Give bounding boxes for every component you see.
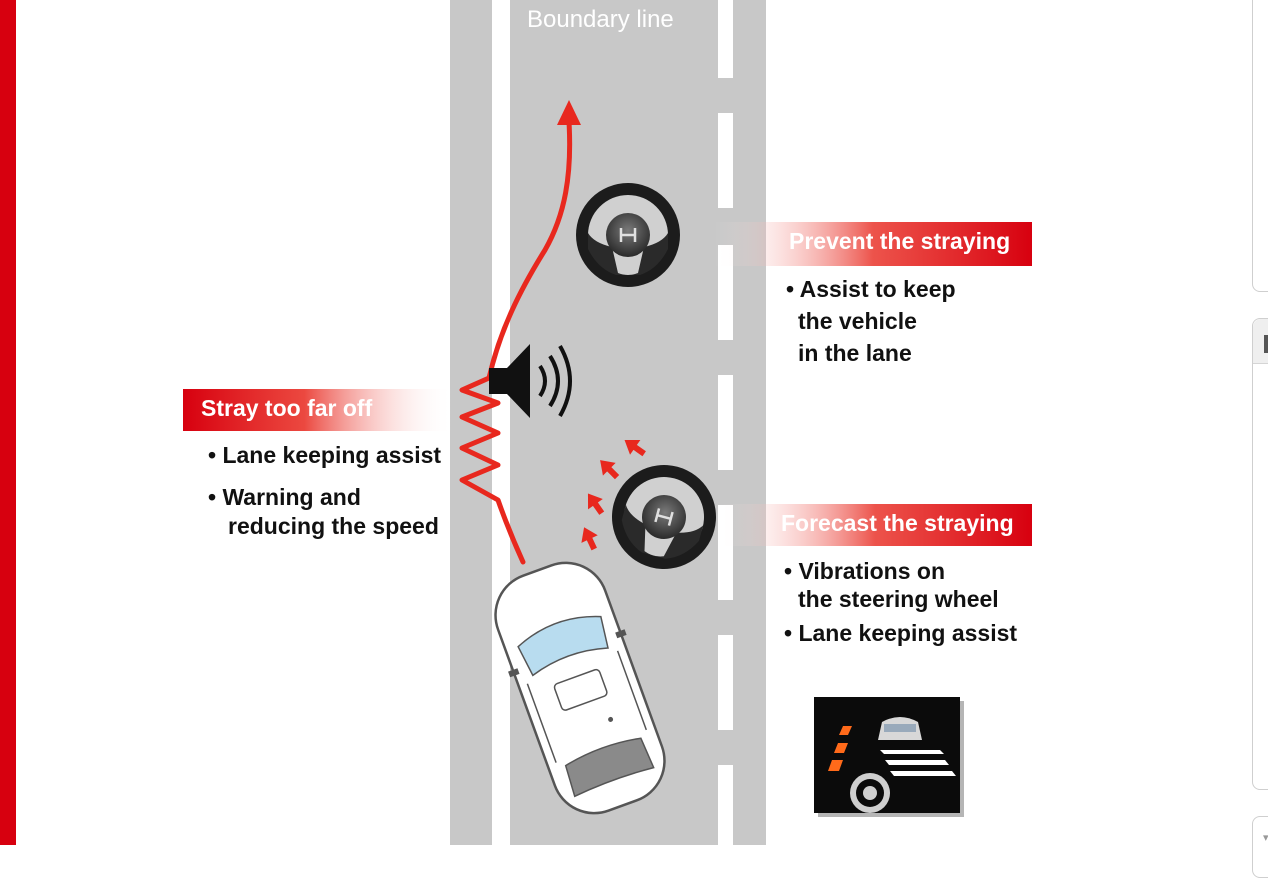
dashboard-display-icon	[814, 697, 964, 817]
trajectory-path	[459, 119, 573, 565]
prevent-bullet-1-text: Assist to keep	[799, 276, 956, 302]
vibration-arrow	[581, 527, 598, 551]
stray-bullet-2: • Warning and	[208, 481, 361, 513]
chevron-down-icon[interactable]: ▾	[1263, 832, 1268, 844]
left-accent-bar	[0, 0, 16, 845]
lane-dashes	[718, 0, 733, 845]
forecast-bullet-2-text: Lane keeping assist	[798, 620, 1018, 646]
stray-banner-bg	[183, 389, 453, 431]
forecast-banner: Forecast the straying	[718, 504, 1032, 546]
stray-bullet-2-text: Warning and	[222, 484, 361, 510]
right-panel-tab[interactable]	[1264, 335, 1268, 353]
trajectory-arrowhead	[557, 100, 581, 125]
vibration-arrow	[600, 460, 620, 480]
bullet-dot: •	[208, 442, 223, 468]
bullet-dot: •	[784, 558, 799, 584]
forecast-title: Forecast the straying	[781, 510, 1014, 536]
vibration-arrow	[624, 439, 646, 457]
forecast-bullet-1-text: Vibrations on	[798, 558, 945, 584]
right-panel-frame	[1252, 0, 1268, 292]
vibration-arrows	[581, 439, 646, 551]
boundary-line	[492, 0, 510, 845]
right-panel-frame: ▾	[1252, 816, 1268, 878]
prevent-banner-bg	[714, 222, 1032, 266]
right-panel-frame	[1252, 318, 1268, 790]
forecast-bullet-2: • Lane keeping assist	[784, 617, 1017, 649]
forecast-bullet-1: • Vibrations on	[784, 555, 945, 587]
forecast-banner-bg	[718, 504, 1032, 546]
steering-wheel-top-icon	[576, 183, 680, 287]
trajectory	[459, 100, 581, 565]
lane-keeping-diagram	[183, 0, 1032, 845]
stray-bullet-1-text: Lane keeping assist	[222, 442, 442, 468]
speaker-icon	[489, 344, 572, 418]
boundary-line-label: Boundary line	[527, 6, 674, 33]
prevent-bullet-1-cont-1: the vehicle	[798, 308, 917, 334]
vibration-arrow	[587, 493, 605, 515]
prevent-banner: Prevent the straying	[714, 222, 1032, 264]
stray-title: Stray too far off	[201, 395, 373, 421]
prevent-bullet-1-cont-2: in the lane	[798, 340, 912, 366]
road	[450, 0, 766, 845]
bullet-dot: •	[208, 484, 223, 510]
stray-bullet-2-cont: reducing the speed	[228, 513, 439, 539]
steering-wheel-bottom-icon	[612, 465, 716, 569]
forecast-bullet-1-cont: the steering wheel	[798, 586, 999, 612]
prevent-bullet-1: • Assist to keep	[786, 273, 956, 305]
prevent-title: Prevent the straying	[789, 228, 1011, 254]
stray-banner: Stray too far off	[183, 389, 453, 431]
car-icon	[494, 561, 666, 815]
bullet-dot: •	[786, 276, 800, 302]
bullet-dot: •	[784, 620, 799, 646]
stray-bullet-1: • Lane keeping assist	[208, 439, 441, 471]
